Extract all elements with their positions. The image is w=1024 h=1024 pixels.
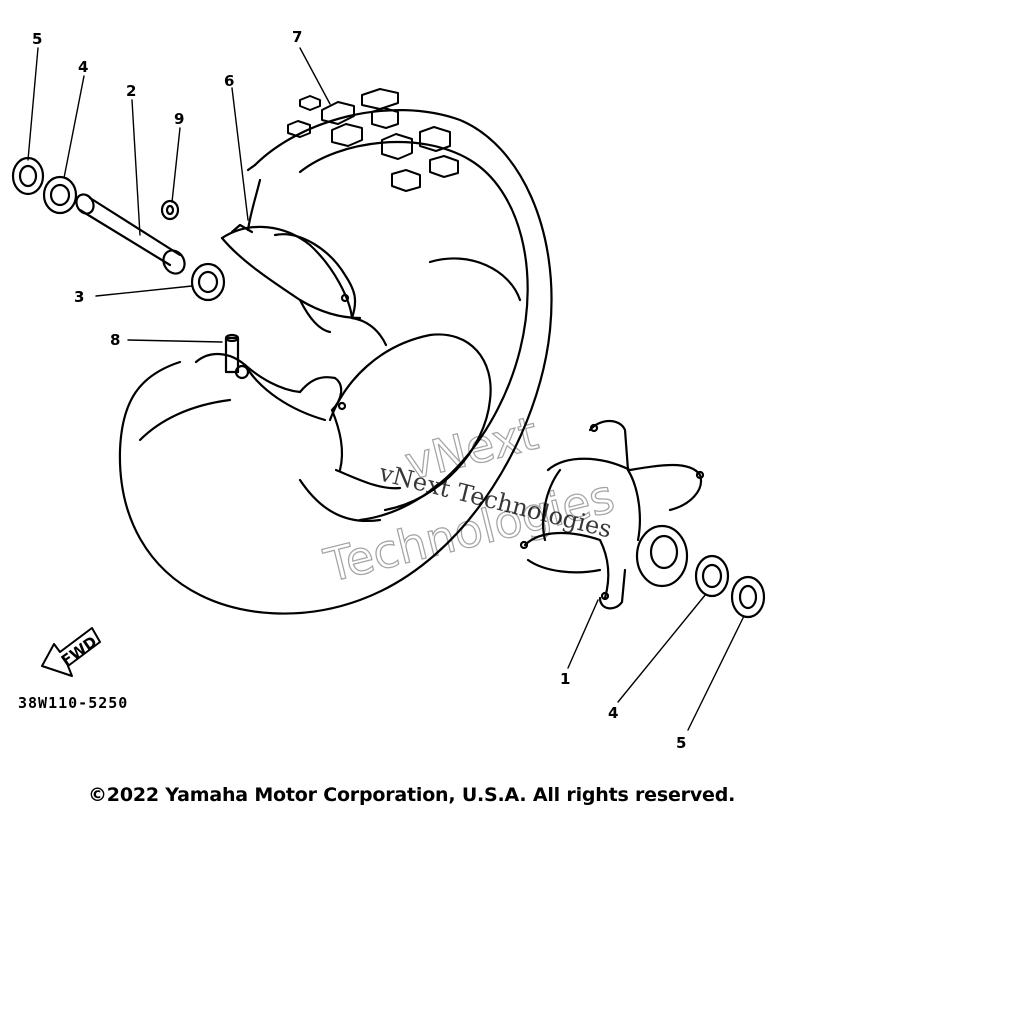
leader-lines — [27, 47, 745, 731]
oil-seal-right — [730, 575, 766, 619]
callout-9: 9 — [174, 110, 184, 128]
bearing-3 — [190, 262, 226, 302]
wheel-rim — [194, 223, 402, 490]
callout-8: 8 — [110, 331, 120, 349]
callout-5-bottom: 5 — [676, 734, 686, 752]
callout-4-bottom: 4 — [608, 704, 618, 722]
watermark: vNext Technologies vNext Technologies — [318, 405, 620, 593]
tire-tread — [287, 88, 459, 192]
wheel-hub — [519, 419, 705, 610]
nut-9 — [160, 199, 180, 221]
callout-3: 3 — [74, 288, 84, 306]
callout-4-top: 4 — [78, 58, 88, 76]
callout-7: 7 — [292, 28, 302, 46]
callout-labels: 5 4 2 9 6 7 3 8 1 4 5 — [32, 28, 686, 752]
callout-2: 2 — [126, 82, 136, 100]
callout-1: 1 — [560, 670, 570, 688]
bearing-left — [42, 175, 78, 215]
axle-collar — [75, 193, 186, 275]
forward-arrow-icon — [41, 627, 101, 677]
oil-seal-left — [11, 156, 45, 196]
bearing-right — [694, 554, 730, 598]
callout-5-top: 5 — [32, 30, 42, 48]
copyright-notice: ©2022 Yamaha Motor Corporation, U.S.A. A… — [88, 784, 736, 806]
callout-6: 6 — [224, 72, 234, 90]
tire — [118, 109, 553, 615]
part-code: 38W110-5250 — [18, 694, 128, 712]
valve-stem — [224, 333, 250, 380]
